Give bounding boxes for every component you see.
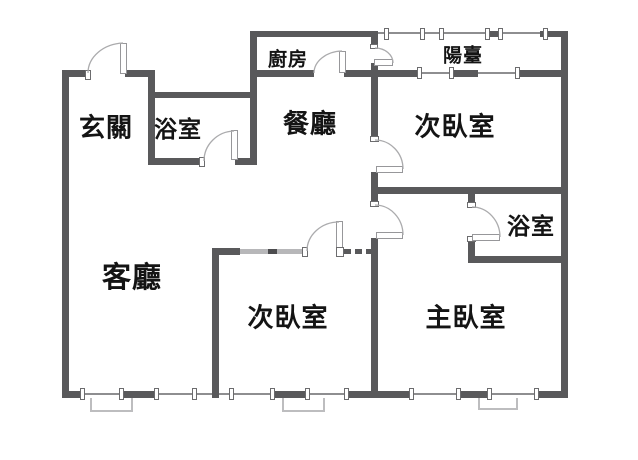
wall [148,92,256,98]
room-label-master: 主臥室 [425,302,507,333]
window-tick [417,67,422,79]
door-arc-master [374,204,404,236]
wall [62,391,82,398]
window-tick [80,388,85,400]
wall [371,31,378,48]
door-leaf [376,232,403,239]
door-arc-bedroom-bottom [306,221,340,252]
wall [272,391,307,398]
door-arc-bath1 [203,130,235,162]
door-leaf [120,43,127,74]
wall [458,391,489,398]
room-label-bath2: 浴室 [507,213,555,239]
window-tick [515,67,520,79]
door-arc-bath2 [471,206,501,238]
wall [148,70,155,165]
door-leaf [472,234,500,241]
wall [125,70,154,77]
wall [212,248,219,398]
window-tick [154,388,159,400]
door-arc-entry [87,42,124,74]
window-tick [229,388,234,400]
room-label-dining: 餐廳 [282,108,338,139]
window-tick [305,388,310,400]
window-sill [478,398,518,410]
wall [62,70,88,77]
wall [371,63,378,140]
wall [371,238,378,398]
window-line [378,32,546,34]
wall [468,256,568,263]
window-tick [384,28,389,40]
room-label-bath1: 浴室 [154,116,202,142]
room-label-bedroom-top: 次臥室 [414,111,496,142]
room-label-living: 客廳 [101,262,163,294]
wall [488,31,498,37]
window-tick [487,388,492,400]
door-leaf [374,59,393,66]
door-leaf [339,51,346,73]
window-tick [409,388,414,400]
window-tick [543,28,548,40]
wall [250,31,257,165]
door-jamb [467,202,476,208]
window-tick [344,388,349,400]
window-tick [449,67,454,79]
door-jamb [336,247,344,257]
door-jamb [370,201,379,207]
window-tick [456,388,461,400]
window-sill [282,398,325,412]
door-arc-bedroom-top [374,139,404,170]
room-label-entry: 玄關 [78,112,134,143]
door-jamb [370,44,378,49]
wall [250,31,378,37]
wall [519,70,568,77]
dashed-wall [344,249,372,254]
wall [536,391,568,398]
wall [121,391,156,398]
window-tick [420,28,425,40]
door-arc-kitchen [313,50,343,74]
door-leaf [231,130,238,160]
window-tick [485,28,490,40]
wall [212,248,240,255]
wall [62,70,69,398]
wall [148,158,205,165]
wall [235,158,256,165]
window-tick [119,388,124,400]
window-tick [192,388,197,400]
room-label-kitchen: 廚房 [267,49,309,71]
window-tick [534,388,539,400]
door-jamb [302,247,308,257]
wall [540,31,568,37]
wall [468,238,475,263]
window-tick [270,388,275,400]
door-jamb [85,70,91,80]
door-jamb [370,136,379,142]
door-jamb [199,157,205,167]
wall [344,70,378,77]
window-tick [439,28,444,40]
wall [378,70,418,77]
wall [561,31,568,398]
wall [346,391,411,398]
wall [453,70,478,77]
sliding-panel-stop [268,249,277,254]
window-tick [498,28,503,40]
door-leaf [376,166,403,173]
wall [468,187,475,205]
room-label-bedroom-bottom: 次臥室 [247,302,329,333]
window-sill [90,398,133,412]
room-label-balcony: 陽臺 [442,45,484,67]
wall [250,70,314,77]
